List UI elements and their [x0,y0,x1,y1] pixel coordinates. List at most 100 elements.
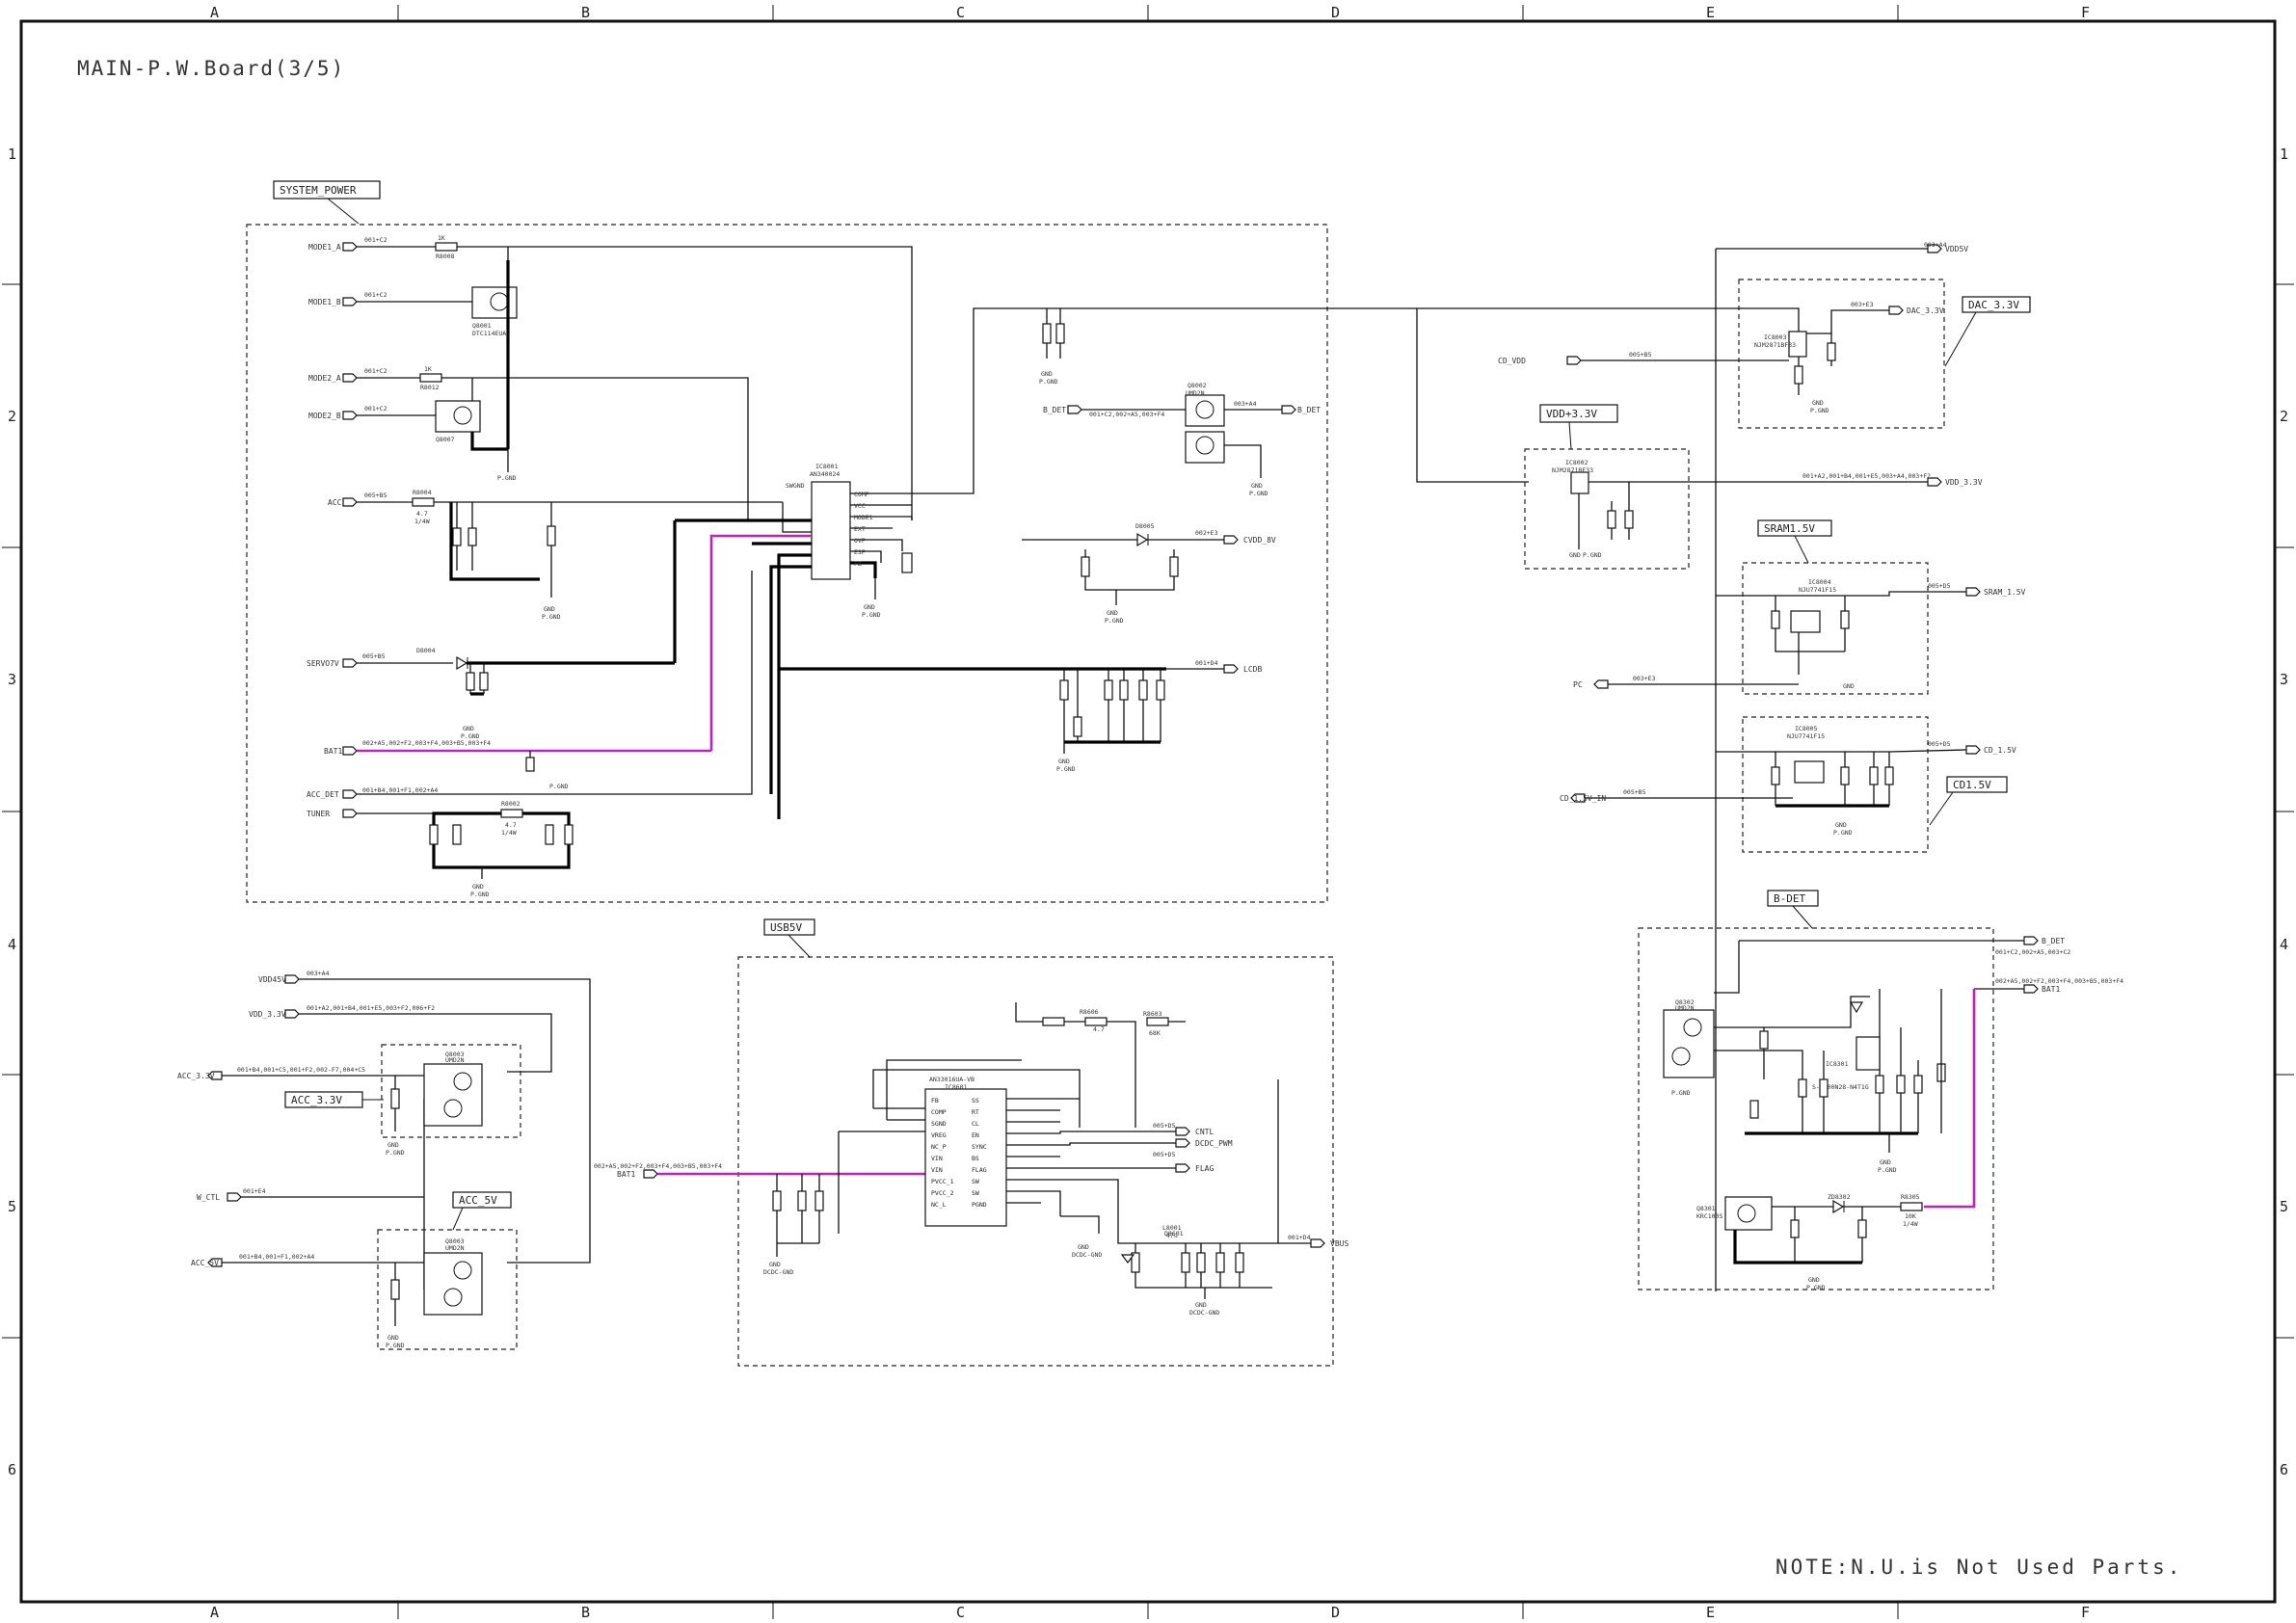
gnd-cd15: GND [1835,821,1847,829]
row-label-5-right: 5 [2280,1198,2288,1215]
row-label-1: 1 [8,146,16,163]
r8305-ref: R8305 [1901,1193,1920,1201]
gnd-q8301: GND [1808,1276,1820,1284]
ic8005-pn: NJU7741F15 [1787,732,1825,740]
net-acc33v: 001+B4,001+C5,001+F2,002-F7,004+C5 [237,1066,365,1074]
ic8601-pin-rt: RT [972,1108,979,1116]
ic8301-ref: IC8301 [1826,1060,1849,1068]
net-vdd33v: 001+A2,001+B4,001+E5,003+F2,006+F2 [307,1004,435,1012]
ic8601-pin-flag: FLAG [972,1166,987,1174]
r8603-value: 68K [1149,1029,1161,1037]
q8001-ref: Q8001 [472,322,492,330]
dcpwm-label: DCDC_PWM [1195,1139,1233,1148]
dac33v-block-label: DAC_3.3V [1968,299,2019,311]
acc-label: ACC [328,498,342,507]
pgnd-vdd33: P.GND [1583,551,1602,559]
vdd33v-label: VDD_3.3V [249,1010,286,1019]
q8002-ref: Q8002 [1188,382,1207,389]
sheet-frame [19,19,2277,1604]
gnd-lcdb: GND [1058,758,1070,765]
r8002-ref: R8002 [501,800,521,808]
net-mode2a: 001+C2 [364,367,387,375]
bat1-label: BAT1 [324,747,342,756]
dcgnd-usb-in: DCDC-GND [763,1268,793,1276]
row-label-3: 3 [8,671,16,688]
r8606-value: 4.7 [1093,1025,1105,1033]
pgnd-q8002a: P.GND [1039,378,1058,386]
mode1a-label: MODE1_A [308,243,341,252]
net-bdet-out2: 001+C2,002+A5,003+C2 [1995,948,2070,956]
net-lcdb: 001+D4 [1195,659,1218,667]
cntl-label: CNTL [1195,1128,1214,1136]
col-label-f: F [2081,4,2090,21]
l8001-value: 47u [1166,1232,1178,1239]
d8005-ref: D8005 [1135,522,1155,530]
net-mode2b: 001+C2 [364,405,387,412]
ic8002-ref: IC8002 [1565,459,1589,466]
r8305-watt: 1/4W [1903,1220,1918,1228]
gnd-usb-in: GND [769,1261,781,1268]
net-wctl: 001+E4 [243,1187,266,1195]
r8004-value: 4.7 [416,510,428,518]
ic8001-pin-vcc: VCC [854,502,866,510]
dac33-label: DAC_3.3V [1907,306,1944,315]
q8003a-pn: UMD2N [445,1056,465,1064]
cd15in-label: CD_1.5V_IN [1560,794,1606,803]
wctl-label: W_CTL [197,1193,220,1202]
gnd-bdet: GND [1880,1158,1891,1166]
gnd-vdd33: GND [1569,551,1581,559]
net-vdd33v-out: 001+A2,001+B4,001+E5,003+A4,003+F2 [1802,472,1931,480]
q8007-ref: Q8007 [436,436,455,443]
net-vbus: 001+D4 [1288,1234,1311,1241]
r8008-value: 1K [438,234,445,242]
mode2b-label: MODE2_B [308,412,341,420]
mode2a-label: MODE2_A [308,374,341,383]
vdd33v-out-label: VDD_3.3V [1945,478,1983,487]
column-dividers [2,5,2294,1619]
gnd-accdet: GND [472,883,484,891]
sram15v-block-label: SRAM1.5V [1764,522,1815,535]
pgnd-ic8001: P.GND [862,611,881,619]
ic8601-pin-pvcc: PVCC_1 [931,1178,954,1185]
cvdd-label: CVDD_8V [1243,536,1276,545]
bat1-usb-label: BAT1 [617,1170,635,1179]
pgnd-acc5: P.GND [386,1342,405,1349]
row-label-3-right: 3 [2280,671,2288,688]
col-label-e: E [1706,4,1715,21]
system-power-block: SYSTEM_POWER MODE1_A MODE1_B MODE [246,180,1407,903]
gnd-usb-mid: GND [1078,1243,1089,1251]
ic8001-pin-fb: FB [854,560,862,568]
ic8001-pin-esp: ESP [854,548,866,556]
q8301-pn: KRC103S [1696,1212,1722,1220]
q8301-ref: Q8301 [1696,1205,1716,1212]
row-label-6: 6 [8,1461,16,1478]
sram15v-block: SRAM1.5V IC8004 NJU7741F15 SRAM_1.5V 005… [1573,519,2026,695]
ic8601-pn: AN33016UA-VB [929,1076,974,1083]
ic8601-pin-vin2: VIN [931,1166,943,1174]
q8002-pn: UMD2N [1186,389,1205,397]
cd15v-block: CD1.5V IC8005 NJU7741F15 CD_1.5V 005+D5 … [1560,716,2016,853]
dac33v-block: DAC_3.3V IC8003 NJM2871BF33 DAC_3.3V 003… [1498,279,2031,429]
gnd-acc5: GND [387,1334,399,1342]
ic8004-pn: NJU7741F15 [1799,586,1836,594]
right-bus: VDD5V 003+A4 VDD_3.3V 001+A2,001+B4,001+… [1407,241,1983,1291]
net-bdet-out: 003+A4 [1234,400,1257,408]
gnd-d8005: GND [1107,609,1118,617]
pgnd-lcdb: P.GND [1056,765,1076,773]
gnd-q8002b: GND [1251,482,1263,490]
r8305-value: 10K [1905,1212,1916,1220]
r8002-value: 4.7 [505,821,517,829]
ic8001-pn: AN340024 [810,470,840,478]
ic8601-pin-cl: CL [972,1120,979,1128]
dcgnd-usb-mid: DCDC-GND [1072,1251,1102,1259]
zd8302-ref: ZD8302 [1828,1193,1851,1201]
l8001-ref: L8001 [1162,1224,1182,1232]
gnd-ic8001: GND [864,603,875,611]
net-cvdd: 002+E3 [1195,529,1218,537]
pgnd-q8301: P.GND [1806,1284,1826,1291]
q8302-ref: Q8302 [1675,998,1695,1006]
d8601-ref: D8601 [1164,1230,1184,1237]
acc33v-block-label: ACC_3.3V [291,1094,342,1106]
r8603-ref: R8603 [1143,1010,1162,1018]
net-cd15: 005+D5 [1928,740,1951,748]
